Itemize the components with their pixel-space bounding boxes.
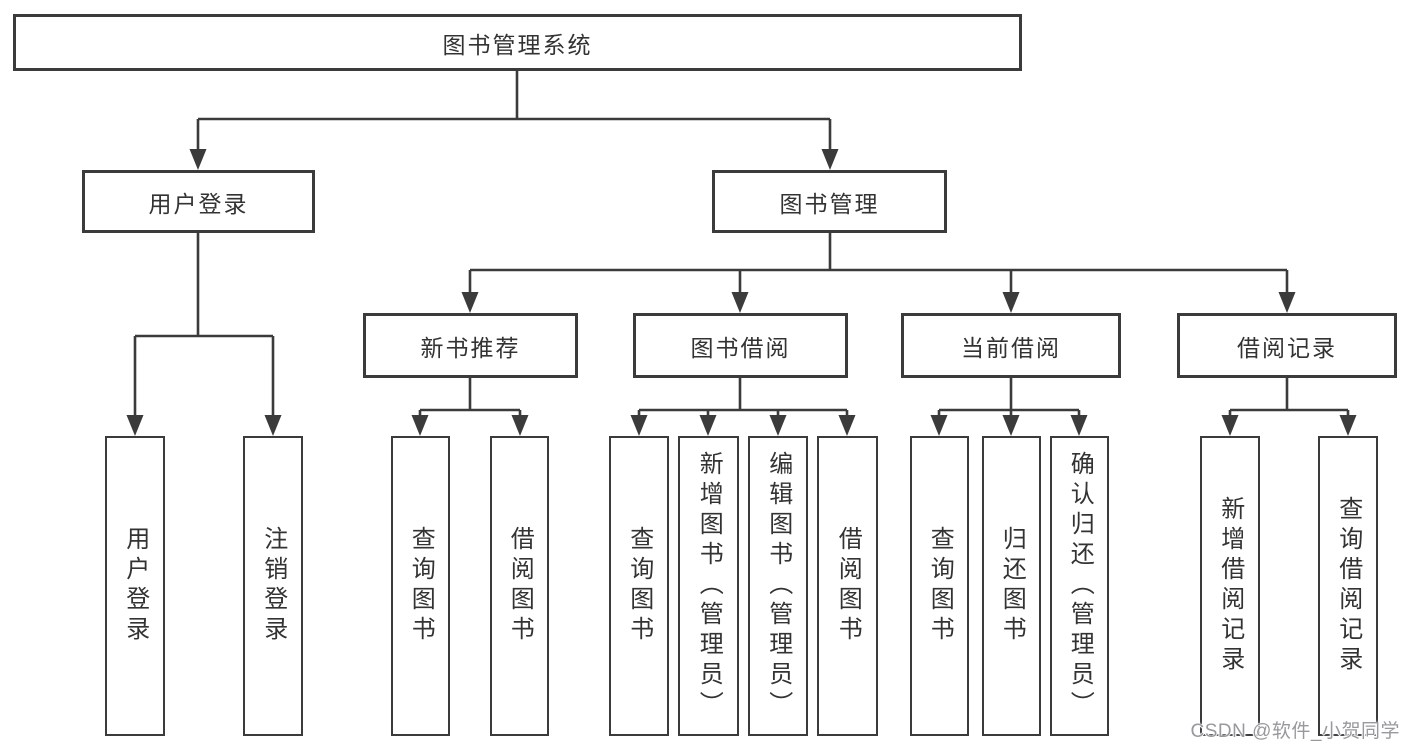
node-user-login-leaf: 用户登录: [105, 436, 165, 736]
node-confirm-return-admin: 确认归还（管理员）: [1050, 436, 1109, 736]
node-current-borrowing-label: 当前借阅: [961, 334, 1061, 361]
node-book-management-label: 图书管理: [779, 190, 880, 217]
node-query-books-borrowing-label: 查询图书: [625, 526, 653, 646]
node-edit-book-admin-label: 编辑图书（管理员）: [764, 451, 792, 721]
node-book-management: 图书管理: [712, 170, 947, 233]
node-query-books-current: 查询图书: [910, 436, 969, 736]
node-add-borrow-record: 新增借阅记录: [1200, 436, 1260, 736]
node-return-books-label: 归还图书: [998, 526, 1026, 646]
node-root-label: 图书管理系统: [442, 31, 593, 58]
node-query-borrow-record-label: 查询借阅记录: [1334, 496, 1362, 676]
node-book-borrowing: 图书借阅: [633, 313, 848, 378]
node-book-borrowing-label: 图书借阅: [690, 334, 791, 361]
node-query-borrow-record: 查询借阅记录: [1318, 436, 1378, 736]
node-new-book-recommendation: 新书推荐: [363, 313, 578, 378]
node-query-books-current-label: 查询图书: [926, 526, 954, 646]
node-borrowing-records: 借阅记录: [1177, 313, 1397, 378]
node-return-books: 归还图书: [982, 436, 1041, 736]
node-borrowing-records-label: 借阅记录: [1237, 334, 1337, 361]
node-logout-label: 注销登录: [259, 526, 287, 646]
node-confirm-return-admin-label: 确认归还（管理员）: [1066, 451, 1094, 721]
node-user-login-branch-label: 用户登录: [148, 190, 249, 217]
node-edit-book-admin: 编辑图书（管理员）: [748, 436, 808, 736]
node-borrow-books-recommend: 借阅图书: [490, 436, 549, 736]
node-root: 图书管理系统: [13, 14, 1022, 71]
node-query-books-recommend: 查询图书: [391, 436, 450, 736]
node-borrow-books-leaf-label: 借阅图书: [834, 526, 862, 646]
node-add-borrow-record-label: 新增借阅记录: [1216, 496, 1244, 676]
node-borrow-books-leaf: 借阅图书: [817, 436, 878, 736]
node-add-book-admin: 新增图书（管理员）: [678, 436, 739, 736]
node-user-login-branch: 用户登录: [82, 170, 315, 233]
node-logout: 注销登录: [243, 436, 303, 736]
node-user-login-leaf-label: 用户登录: [121, 526, 149, 646]
node-current-borrowing: 当前借阅: [901, 313, 1121, 378]
watermark: CSDN @软件_小贺同学: [1190, 721, 1400, 742]
node-query-books-recommend-label: 查询图书: [407, 526, 435, 646]
node-borrow-books-recommend-label: 借阅图书: [506, 526, 534, 646]
node-query-books-borrowing: 查询图书: [609, 436, 669, 736]
node-add-book-admin-label: 新增图书（管理员）: [695, 451, 723, 721]
node-new-book-recommendation-label: 新书推荐: [420, 334, 521, 361]
